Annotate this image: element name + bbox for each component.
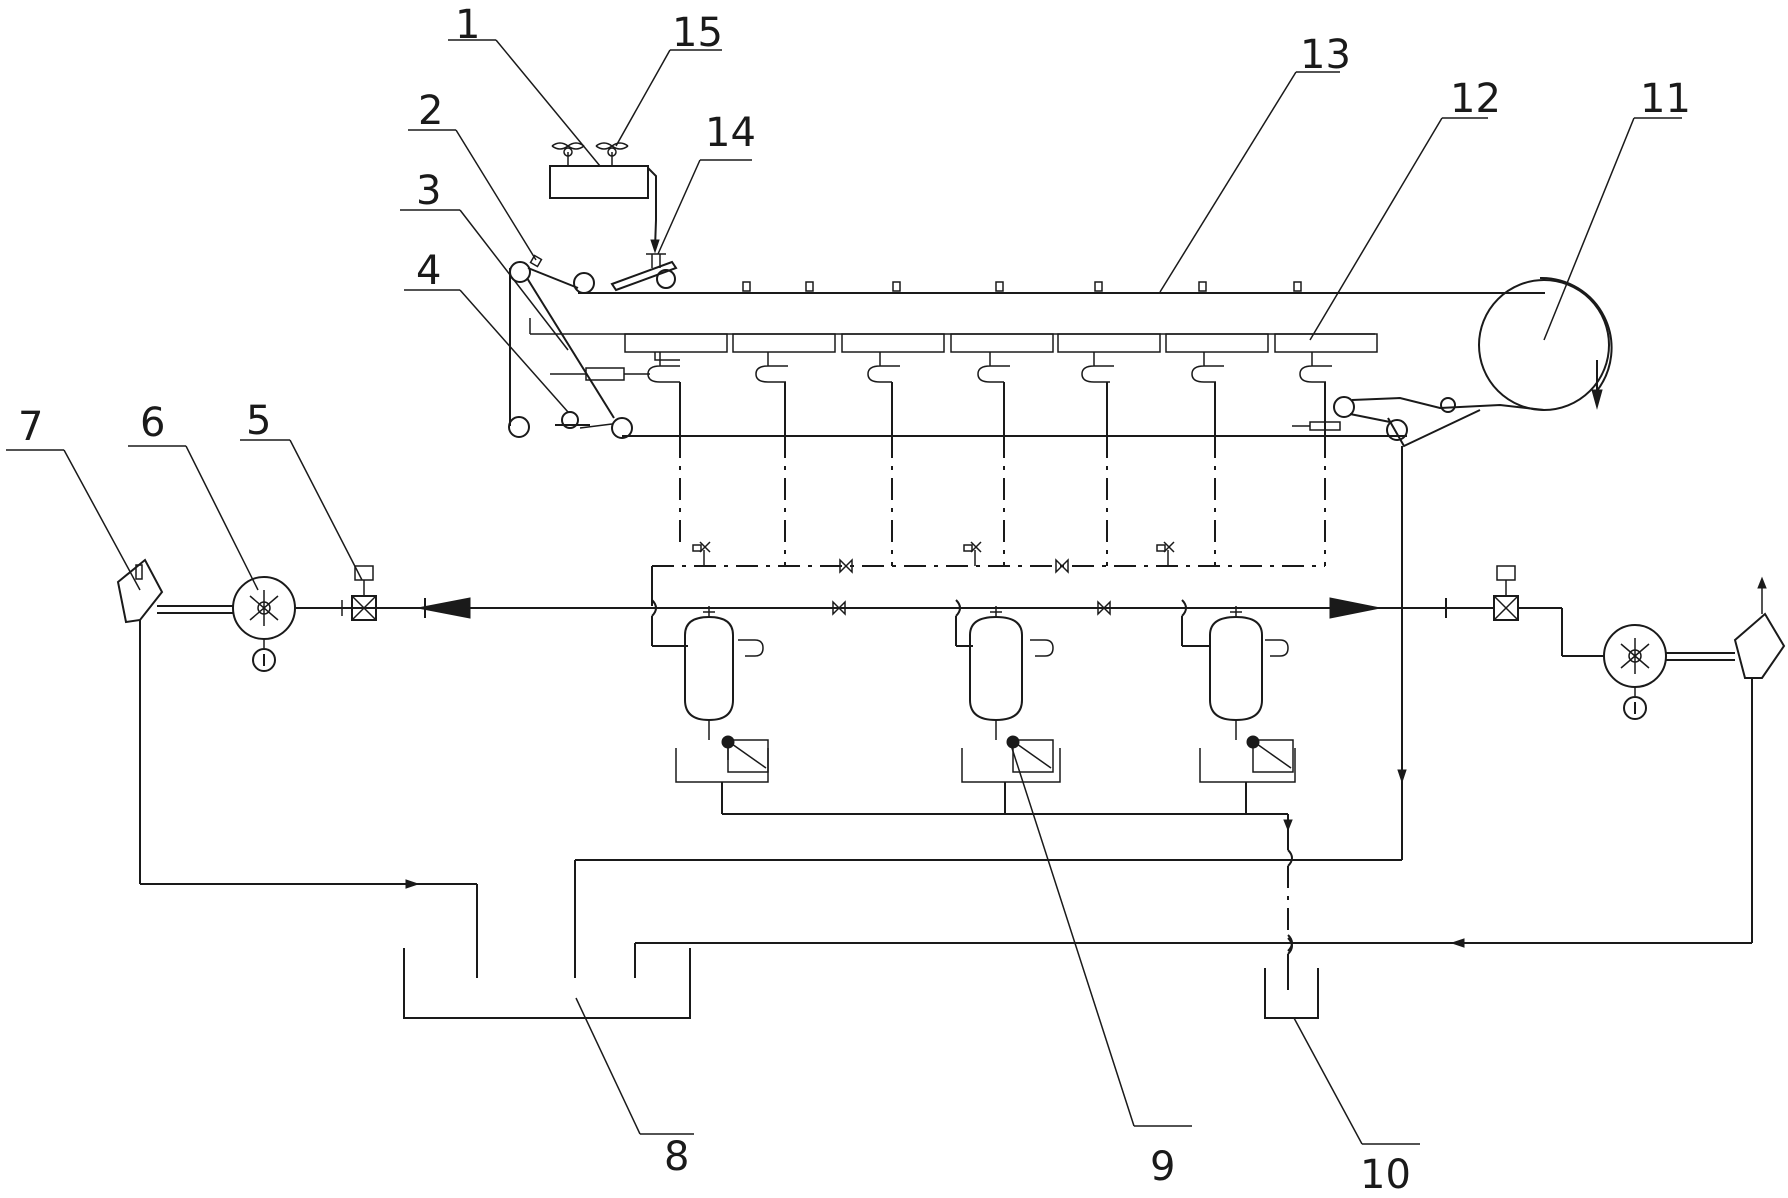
- left-pump-set: [116, 558, 478, 978]
- label-11: 11: [1640, 76, 1691, 122]
- label-12: 12: [1450, 76, 1501, 122]
- tank-1: [549, 165, 649, 199]
- separator-tank: [651, 606, 769, 783]
- suction-box: [1274, 333, 1378, 383]
- collection-tank-8: [403, 948, 691, 1019]
- label-7: 7: [18, 404, 43, 450]
- separator-tank: [1181, 606, 1296, 783]
- label-9: 9: [1150, 1144, 1175, 1190]
- drain-pipes: [574, 446, 1407, 1019]
- suction-box: [1165, 333, 1269, 383]
- suction-box: [950, 333, 1054, 383]
- label-1: 1: [455, 2, 480, 48]
- label-10: 10: [1360, 1152, 1411, 1198]
- label-3: 3: [416, 168, 441, 214]
- callouts: 1 15 14 13 12 11 2 3 4 5: [6, 2, 1691, 1198]
- dosing-unit: [549, 142, 678, 292]
- suction-boxes: [624, 333, 1378, 383]
- label-5: 5: [246, 398, 271, 444]
- suction-box: [1057, 333, 1161, 383]
- right-pump-set: [634, 565, 1786, 978]
- label-14: 14: [705, 110, 756, 156]
- separator-tank: [955, 606, 1061, 783]
- vacuum-header: [378, 541, 1447, 619]
- label-8: 8: [664, 1134, 689, 1180]
- separator-7: [116, 558, 164, 624]
- suction-box: [841, 333, 945, 383]
- label-2: 2: [418, 88, 443, 134]
- suction-box: [624, 333, 728, 383]
- separators: [651, 606, 1296, 783]
- suction-box: [732, 333, 836, 383]
- belt-conveyor: [508, 254, 1613, 448]
- label-15: 15: [672, 10, 723, 56]
- suction-pipes: [651, 382, 1326, 606]
- separator-right: [1733, 612, 1786, 679]
- label-6: 6: [140, 400, 165, 446]
- label-4: 4: [416, 248, 441, 294]
- label-13: 13: [1300, 32, 1351, 78]
